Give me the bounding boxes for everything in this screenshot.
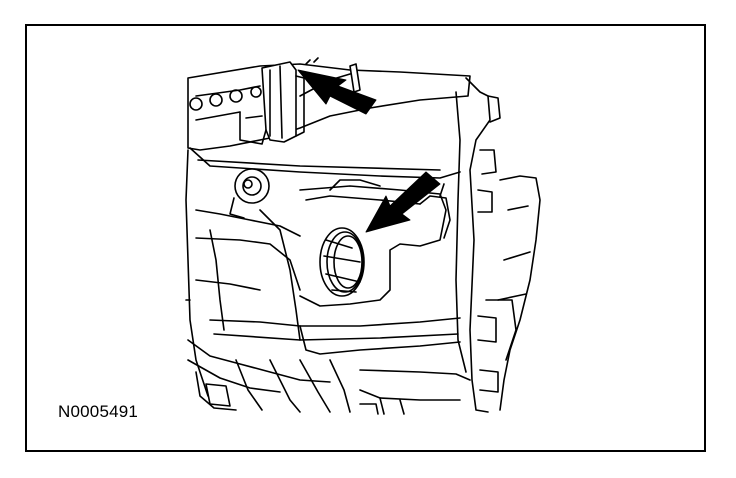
bolt-boss: [250, 86, 262, 98]
indicator-arrows: [297, 69, 441, 233]
bolt-boss: [189, 97, 203, 111]
bolt-boss: [229, 89, 243, 103]
figure-id-label: N0005491: [58, 402, 139, 421]
arrow-lower: [365, 171, 441, 233]
housing-left-body: [185, 149, 209, 397]
sensor-connector: [261, 61, 297, 143]
seal-spring: [319, 227, 365, 297]
housing-lower-band: [209, 317, 461, 327]
housing-right-wall: [465, 77, 491, 413]
arrow-upper: [297, 69, 377, 115]
bolt-boss: [209, 93, 223, 107]
